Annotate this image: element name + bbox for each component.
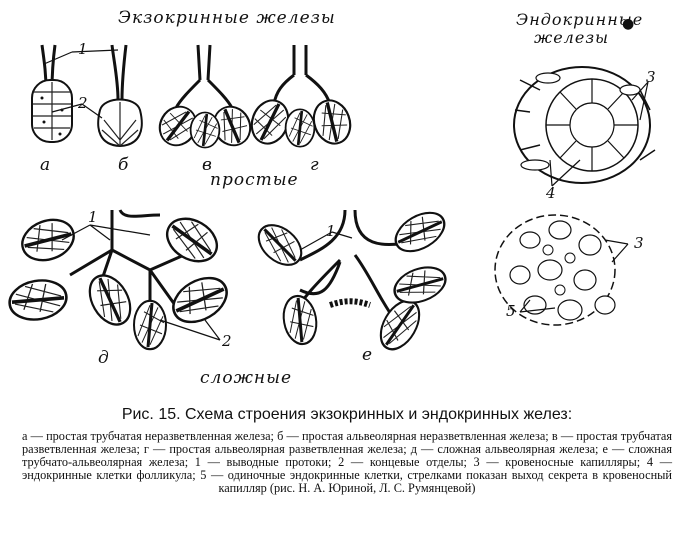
number-2-top: 2 bbox=[78, 94, 88, 112]
leader-lines-1-e bbox=[299, 231, 353, 251]
simple-gland-b bbox=[97, 44, 143, 148]
simple-gland-a bbox=[31, 44, 73, 143]
leader-lines-2-top bbox=[51, 103, 103, 119]
label-a: а bbox=[40, 155, 51, 175]
bullet-dot: ● bbox=[622, 16, 635, 32]
complex-gland-e bbox=[249, 203, 453, 358]
endocrine-follicle bbox=[513, 66, 656, 184]
exocrine-glands-heading: Экзокринные железы bbox=[118, 8, 336, 28]
leader-lines-3-bottom bbox=[604, 239, 629, 263]
leader-lines-2-d bbox=[159, 319, 221, 341]
caption-text: а — простая трубчатая неразветвленная же… bbox=[22, 429, 672, 495]
number-3-top: 3 bbox=[646, 68, 656, 86]
complex-gland-d bbox=[4, 208, 237, 351]
simple-gland-g bbox=[244, 45, 358, 151]
endocrine-glands-heading-line1: Эндокринные bbox=[516, 10, 644, 29]
number-1-e: 1 bbox=[326, 222, 336, 240]
label-b: б bbox=[118, 155, 129, 175]
simple-glands-label: простые bbox=[210, 170, 299, 190]
number-5: 5 bbox=[506, 302, 516, 320]
endocrine-cell-cluster bbox=[494, 214, 616, 326]
leader-lines-1-d bbox=[61, 224, 151, 241]
simple-gland-v bbox=[151, 44, 259, 154]
number-2-d: 2 bbox=[222, 332, 232, 350]
label-v: в bbox=[202, 155, 212, 175]
leader-lines-4 bbox=[549, 159, 581, 187]
leader-lines-3-top bbox=[631, 81, 649, 121]
number-1-top: 1 bbox=[78, 40, 88, 58]
caption-title: Рис. 15. Схема строения экзокринных и эн… bbox=[121, 406, 573, 423]
label-g: г bbox=[310, 155, 319, 175]
leader-lines-1-top bbox=[43, 49, 119, 65]
endocrine-glands-heading-line2: железы bbox=[534, 28, 610, 47]
number-4: 4 bbox=[546, 184, 556, 202]
number-1-d: 1 bbox=[88, 208, 98, 226]
leader-lines-5 bbox=[519, 299, 556, 313]
number-3-bottom: 3 bbox=[634, 234, 644, 252]
gland-schematic-drawing bbox=[4, 44, 656, 358]
complex-glands-label: сложные bbox=[200, 368, 293, 388]
label-d: д bbox=[98, 348, 109, 368]
label-e: е bbox=[362, 345, 373, 365]
figure-caption: Рис. 15. Схема строения экзокринных и эн… bbox=[22, 406, 672, 495]
